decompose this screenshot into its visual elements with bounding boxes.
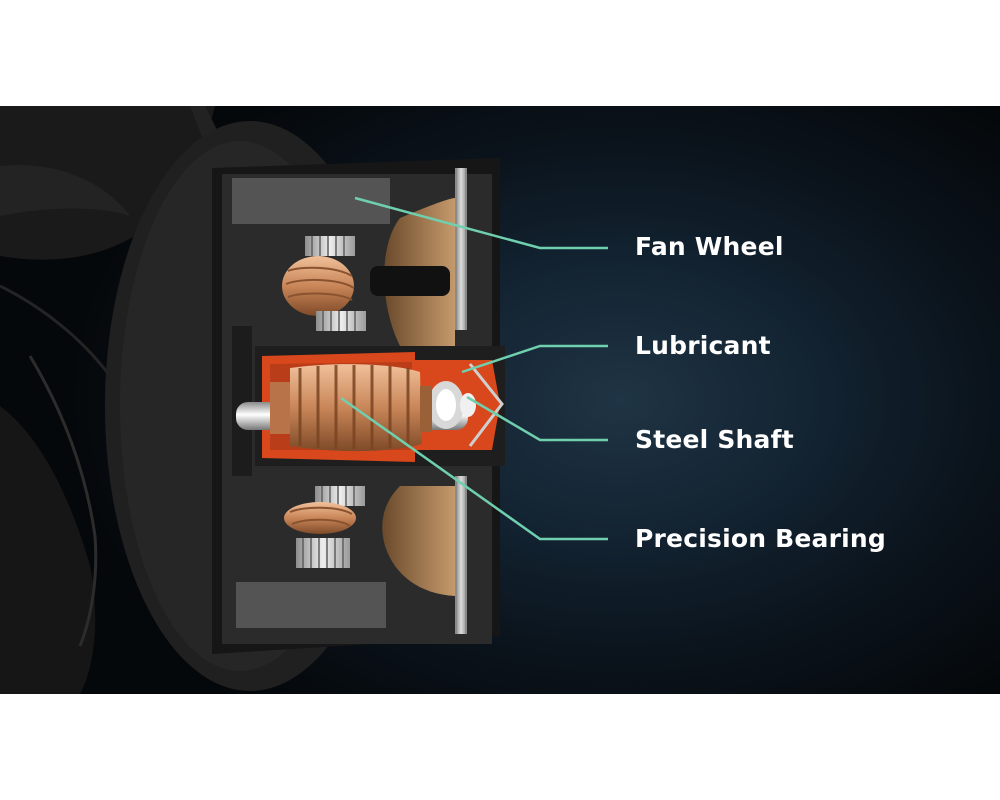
fan-cutaway-illustration [0,106,608,694]
callout-label-precision-bearing: Precision Bearing [635,524,886,553]
callout-leader-lines [340,196,608,541]
stator-upper [282,236,450,331]
callout-label-fan-wheel: Fan Wheel [635,232,784,261]
rotor-flange-bottom [382,486,455,596]
stator-lower [284,486,365,568]
precision-bearing-rotor [270,364,432,452]
fan-blades-background [0,106,235,694]
callout-label-steel-shaft: Steel Shaft [635,425,794,454]
leader-line-precision-bearing [340,396,608,541]
leader-line-steel-shaft [466,395,608,442]
leader-line-lubricant [461,344,608,374]
callout-label-lubricant: Lubricant [635,331,771,360]
fan-cutaway-scene: Fan Wheel Lubricant Steel Shaft Precisio… [0,106,1000,694]
leader-line-fan-wheel [354,196,608,250]
